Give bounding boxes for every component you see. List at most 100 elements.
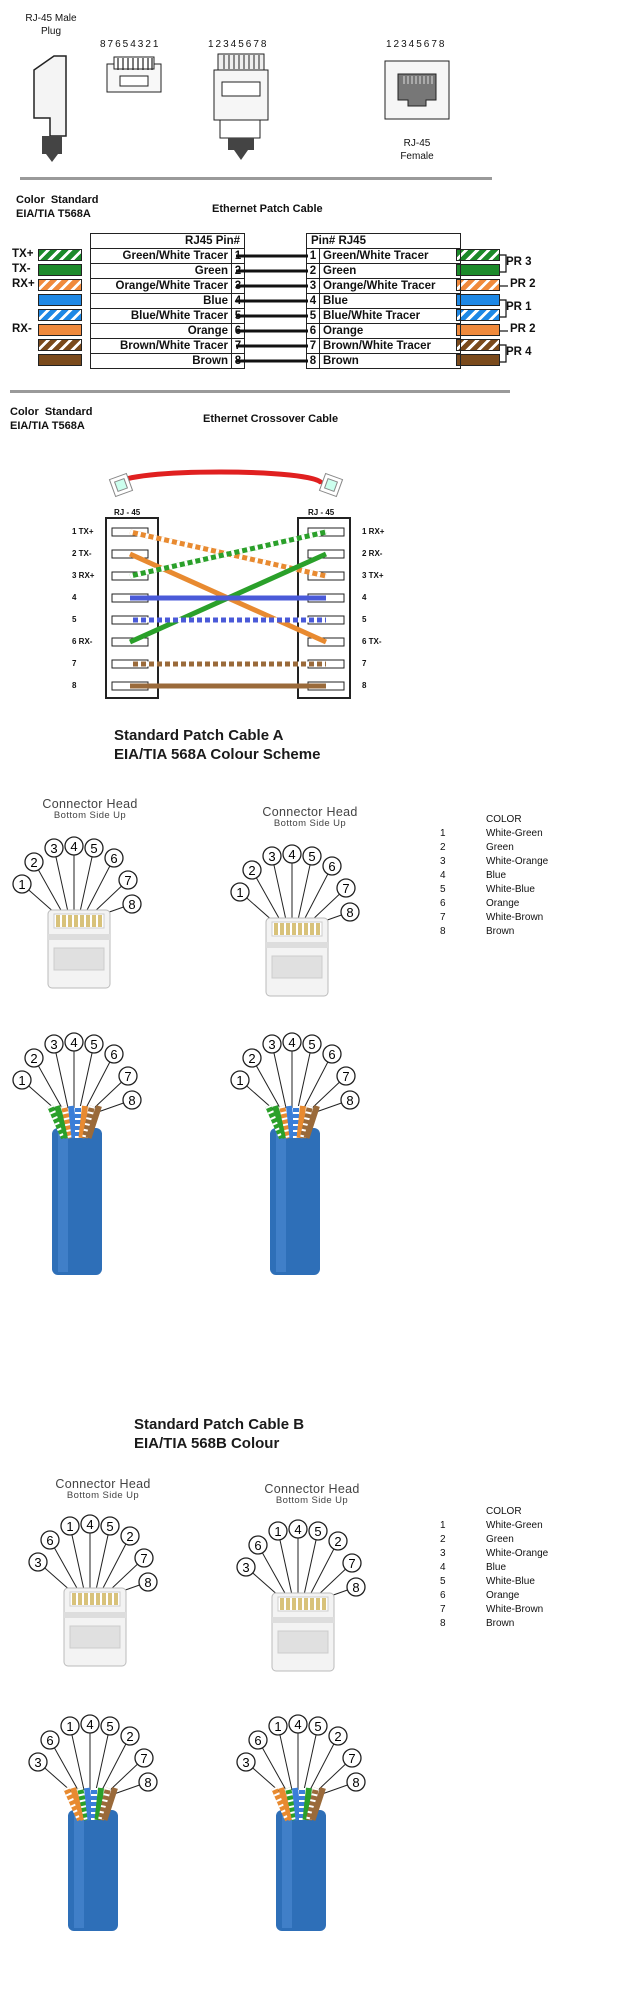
pin-number-balloon [138,1772,158,1792]
pin-number-balloon [248,1730,268,1750]
jack-pins: 12345678 [386,39,447,50]
color-list-name: White-Brown [486,1604,544,1615]
color-list-name: White-Blue [486,884,535,895]
pair-label: PR 2 [510,323,536,335]
cable-wire [63,1786,83,1822]
pin-number: 7 [342,881,349,896]
color-swatch [456,354,500,366]
pin-number: 3 [50,1037,57,1052]
color-swatch [456,279,500,291]
pin-number: 1 [236,1073,243,1088]
pin-number-balloon [138,1572,158,1592]
pin-number: 7 [140,1751,147,1766]
balloon-leader [95,1725,111,1791]
pin-number-balloon [84,838,104,858]
balloon-leader [53,847,69,913]
patch-left-name: Blue [90,293,232,309]
cable-wire [309,1787,326,1821]
balloon-leader [69,1525,85,1591]
pin-number: 8 [144,1775,151,1790]
patch-right-name: Orange [319,323,461,339]
cable-wire [292,1787,302,1821]
patch-right-pin: 8 [306,353,320,369]
patch-right-name: Blue/White Tracer [319,308,461,324]
pin-number: 2 [248,863,255,878]
cable-wire [286,1105,296,1139]
rj45-plug-bottom-icon [106,56,162,93]
connector-contact [74,915,78,927]
color-swatch [456,264,500,276]
color-swatch [38,354,82,366]
signal-label: TX- [12,263,31,275]
connector-contact [102,1593,106,1605]
cable-wire [61,1105,74,1139]
crossover-rj45-right: RJ - 45 [308,508,335,517]
patch-left-name: Green [90,263,232,279]
color-swatch [456,249,500,261]
balloon-leader [69,1725,85,1791]
crossover-pin-label: 3 TX+ [362,571,384,580]
pin-number: 2 [30,1051,37,1066]
connector-contact [322,1598,326,1610]
color-list-number: 7 [440,912,446,923]
cable-wire [77,1787,90,1821]
pin-number-balloon [100,1516,120,1536]
pin-number-balloon [340,1090,360,1110]
cable-wire [94,1787,104,1821]
color-list-name: White-Brown [486,912,544,923]
pin-number-balloon [248,1535,268,1555]
pin-number-balloon [268,1716,288,1736]
color-list-number: 5 [440,1576,446,1587]
pin-number: 3 [242,1755,249,1770]
balloon-leader [309,1735,339,1791]
pin-number: 8 [144,1575,151,1590]
color-list-name: Brown [486,926,515,937]
pin-number-balloon [120,1726,140,1746]
pin-number: 3 [242,1560,249,1575]
patch-left-name: Blue/White Tracer [90,308,232,324]
pin-number-balloon [44,838,64,858]
pin-number-balloon [122,1090,142,1110]
pair-label: PR 4 [506,345,532,358]
patch-right-name: Orange/White Tracer [319,278,461,294]
connector-contact [304,923,308,935]
crossover-diagram [105,469,351,699]
connector-contact [304,1598,308,1610]
pin-number: 2 [248,1051,255,1066]
pin-number: 7 [124,1069,131,1084]
pin-number-balloon [288,1714,308,1734]
connector-contact [298,1598,302,1610]
pin-number: 6 [110,851,117,866]
color-list-name: Green [486,842,514,853]
patch-left-name: Green/White Tracer [90,248,232,264]
patch-right-name: Brown [319,353,461,369]
crossover-wire-tracer [129,529,327,579]
connector-contact [286,923,290,935]
balloon-leader [271,1043,287,1109]
pin-number: 5 [314,1524,321,1539]
balloon-leader [303,1053,333,1109]
pin-number: 6 [46,1733,53,1748]
cable-wire [302,1787,312,1821]
pin-number: 3 [50,841,57,856]
balloon-leader [101,1535,131,1591]
patch-right-name: Brown/White Tracer [319,338,461,354]
pin-number: 8 [352,1775,359,1790]
patch-left-name: Orange/White Tracer [90,278,232,294]
pin-number-balloon [104,1044,124,1064]
cable-wire [98,1787,111,1821]
balloon-leader [277,1530,293,1596]
connector-contact [316,1598,320,1610]
pin-number: 7 [342,1069,349,1084]
pin-number-balloon [12,874,32,894]
pin-number: 6 [46,1533,53,1548]
pin-number-balloon [118,870,138,890]
